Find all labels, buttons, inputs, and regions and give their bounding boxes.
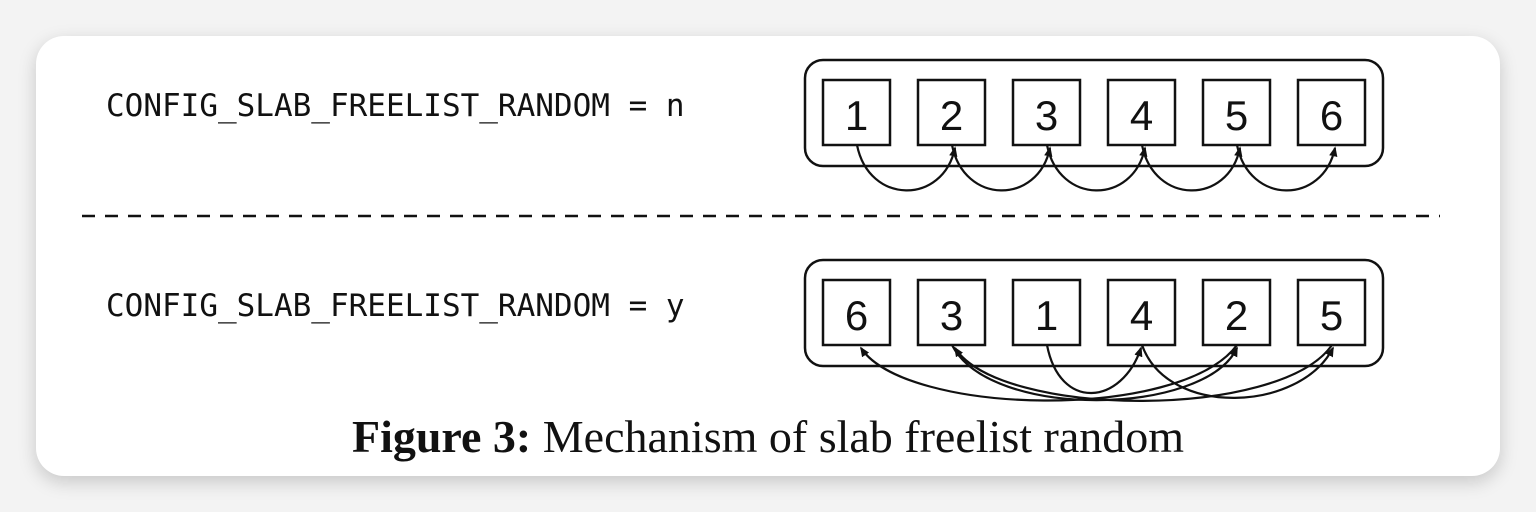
freelist-link-arrow (860, 344, 1238, 402)
slot-box (1011, 78, 1082, 147)
slot-3: 3 (1011, 78, 1082, 147)
slot-1: 1 (821, 78, 892, 147)
slot-3: 3 (916, 278, 987, 347)
slot-number: 4 (1130, 292, 1153, 339)
slot-number: 6 (845, 292, 868, 339)
slot-box (1296, 78, 1367, 147)
slot-number: 5 (1320, 292, 1343, 339)
slot-number: 1 (845, 92, 868, 139)
slot-1: 1 (1011, 278, 1082, 347)
freelist-link-arrow (954, 344, 1333, 402)
slot-box (1106, 278, 1177, 347)
slot-4: 4 (1106, 278, 1177, 347)
freelist-link-arrow (951, 344, 1238, 402)
slot-6: 6 (821, 278, 892, 347)
slab-row-sequential: 1 2 3 4 5 6 (803, 58, 1385, 192)
slot-number: 3 (940, 292, 963, 339)
freelist-link-arrow (1140, 144, 1243, 192)
slot-box (1106, 78, 1177, 147)
slot-box (1201, 78, 1272, 147)
freelist-link-arrow (1045, 344, 1143, 395)
slot-number: 4 (1130, 92, 1153, 139)
slot-number: 3 (1035, 92, 1058, 139)
slot-2: 2 (916, 78, 987, 147)
slot-number: 6 (1320, 92, 1343, 139)
slot-box (916, 278, 987, 347)
figure-caption-text: Mechanism of slab freelist random (531, 411, 1185, 462)
slab-container (803, 258, 1385, 368)
figure-number: Figure 3: (351, 411, 532, 462)
freelist-link-arrow (1140, 344, 1334, 399)
freelist-link-arrow (1235, 144, 1338, 192)
slab-row-randomized: 6 3 1 4 2 5 (803, 258, 1385, 402)
figure-card (36, 36, 1500, 476)
slot-number: 2 (940, 92, 963, 139)
slot-5: 5 (1201, 78, 1272, 147)
slot-box (821, 78, 892, 147)
slab-container (803, 58, 1385, 168)
config-label-enabled: CONFIG_SLAB_FREELIST_RANDOM = y (106, 288, 685, 324)
slot-box (916, 78, 987, 147)
slot-5: 5 (1296, 278, 1367, 347)
freelist-link-arrow (950, 144, 1053, 192)
freelist-link-arrow (855, 144, 958, 192)
config-label-disabled: CONFIG_SLAB_FREELIST_RANDOM = n (106, 88, 685, 124)
slot-number: 5 (1225, 92, 1248, 139)
slot-box (1011, 278, 1082, 347)
slot-4: 4 (1106, 78, 1177, 147)
figure-caption: Figure 3: Mechanism of slab freelist ran… (0, 410, 1536, 463)
slot-6: 6 (1296, 78, 1367, 147)
slot-box (821, 278, 892, 347)
slot-number: 2 (1225, 292, 1248, 339)
freelist-link-arrow (1045, 144, 1148, 192)
slot-number: 1 (1035, 292, 1058, 339)
slot-2: 2 (1201, 278, 1272, 347)
